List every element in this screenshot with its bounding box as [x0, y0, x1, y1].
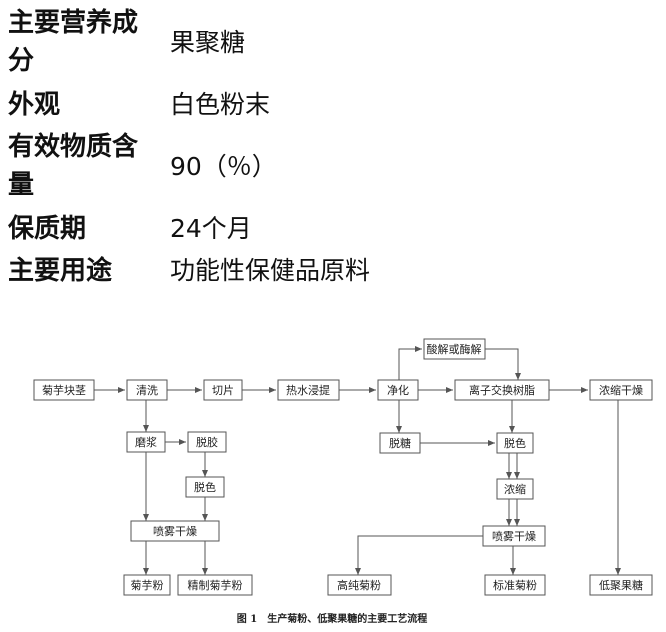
flow-step-high-purity-inulin: 高纯菊粉 [327, 574, 392, 596]
spec-label-content: 有效物质含量 [8, 132, 139, 200]
flow-step-inulin-powder: 菊芋粉 [123, 574, 171, 596]
spec-value-appearance: 白色粉末 [170, 90, 271, 119]
flow-step-hot-water: 热水浸提 [277, 379, 340, 401]
spec-value-shelf-life: 24个月 [170, 214, 252, 243]
spec-value-content: 90（％） [170, 152, 277, 181]
spec-value-usage: 功能性保健品原料 [170, 256, 371, 285]
step-label-refined-inulin-powder: 精制菊芋粉 [188, 579, 243, 592]
spec-value-nutrient: 果聚糖 [170, 28, 246, 57]
figure-caption: 图 1 生产菊粉、低聚果糖的主要工艺流程 [237, 612, 427, 625]
step-label-wash: 清洗 [136, 384, 158, 397]
flow-step-oligo-fructose: 低聚果糖 [589, 574, 653, 596]
step-label-hot-water: 热水浸提 [286, 384, 330, 397]
flow-step-wash: 清洗 [126, 379, 168, 401]
spec-label-appearance: 外观 [8, 90, 61, 120]
step-label-ion-exchange: 离子交换树脂 [469, 383, 535, 397]
flow-step-acid-enzyme: 酸解或酶解 [423, 338, 486, 360]
step-label-spray-dry2: 喷雾干燥 [492, 530, 536, 543]
flow-step-spray-dry2: 喷雾干燥 [482, 525, 546, 547]
step-label-purify: 净化 [387, 383, 409, 397]
step-label-jerusalem-tuber: 菊芋块茎 [42, 384, 86, 397]
step-label-spray-dry1: 喷雾干燥 [153, 525, 197, 538]
flow-step-standard-inulin: 标准菊粉 [484, 574, 546, 596]
spec-label-shelf-life: 保质期 [8, 214, 87, 244]
process-flow-diagram: 菊芋块茎 清洗 切片 热水浸提 净化 酸解或酶解 离子交换树脂 浓缩干燥 磨浆 … [33, 338, 653, 625]
flow-step-grind: 磨浆 [126, 431, 166, 453]
step-label-degum: 脱胶 [196, 435, 218, 449]
flow-step-decolor1: 脱色 [185, 476, 225, 498]
step-label-decolor2: 脱色 [504, 436, 526, 450]
arrow-spray2-highpurity [355, 535, 483, 575]
step-label-slice: 切片 [212, 384, 234, 397]
flow-step-concentrate: 浓缩 [496, 478, 534, 500]
flow-step-degum: 脱胶 [187, 431, 227, 453]
flow-step-desugar: 脱糖 [379, 432, 421, 454]
step-label-acid-enzyme: 酸解或酶解 [427, 342, 482, 356]
spec-label-nutrient: 主要营养成分 [8, 8, 139, 76]
arrow-purify-acid [398, 346, 422, 380]
flow-step-refined-inulin-powder: 精制菊芋粉 [177, 574, 253, 596]
step-label-oligo-fructose: 低聚果糖 [599, 578, 643, 592]
flow-step-decolor2: 脱色 [496, 432, 534, 454]
step-label-standard-inulin: 标准菊粉 [493, 578, 537, 592]
flow-step-purify: 净化 [377, 379, 419, 401]
step-label-desugar: 脱糖 [389, 436, 411, 450]
flow-step-spray-dry1: 喷雾干燥 [130, 520, 220, 542]
spec-label-usage: 主要用途 [8, 256, 113, 286]
step-label-decolor1: 脱色 [194, 480, 216, 494]
flow-step-jerusalem-tuber: 菊芋块茎 [33, 379, 95, 401]
arrow-acid-ion [485, 348, 521, 380]
flow-connectors [94, 346, 621, 575]
flow-step-concentrate-dry: 浓缩干燥 [589, 379, 653, 401]
flow-step-slice: 切片 [203, 379, 243, 401]
step-label-high-purity-inulin: 高纯菊粉 [337, 578, 381, 592]
step-label-concentrate-dry: 浓缩干燥 [599, 384, 643, 397]
step-label-inulin-powder: 菊芋粉 [131, 579, 164, 592]
step-label-grind: 磨浆 [135, 435, 157, 449]
step-label-concentrate: 浓缩 [504, 483, 526, 496]
flow-step-ion-exchange: 离子交换树脂 [454, 379, 550, 401]
